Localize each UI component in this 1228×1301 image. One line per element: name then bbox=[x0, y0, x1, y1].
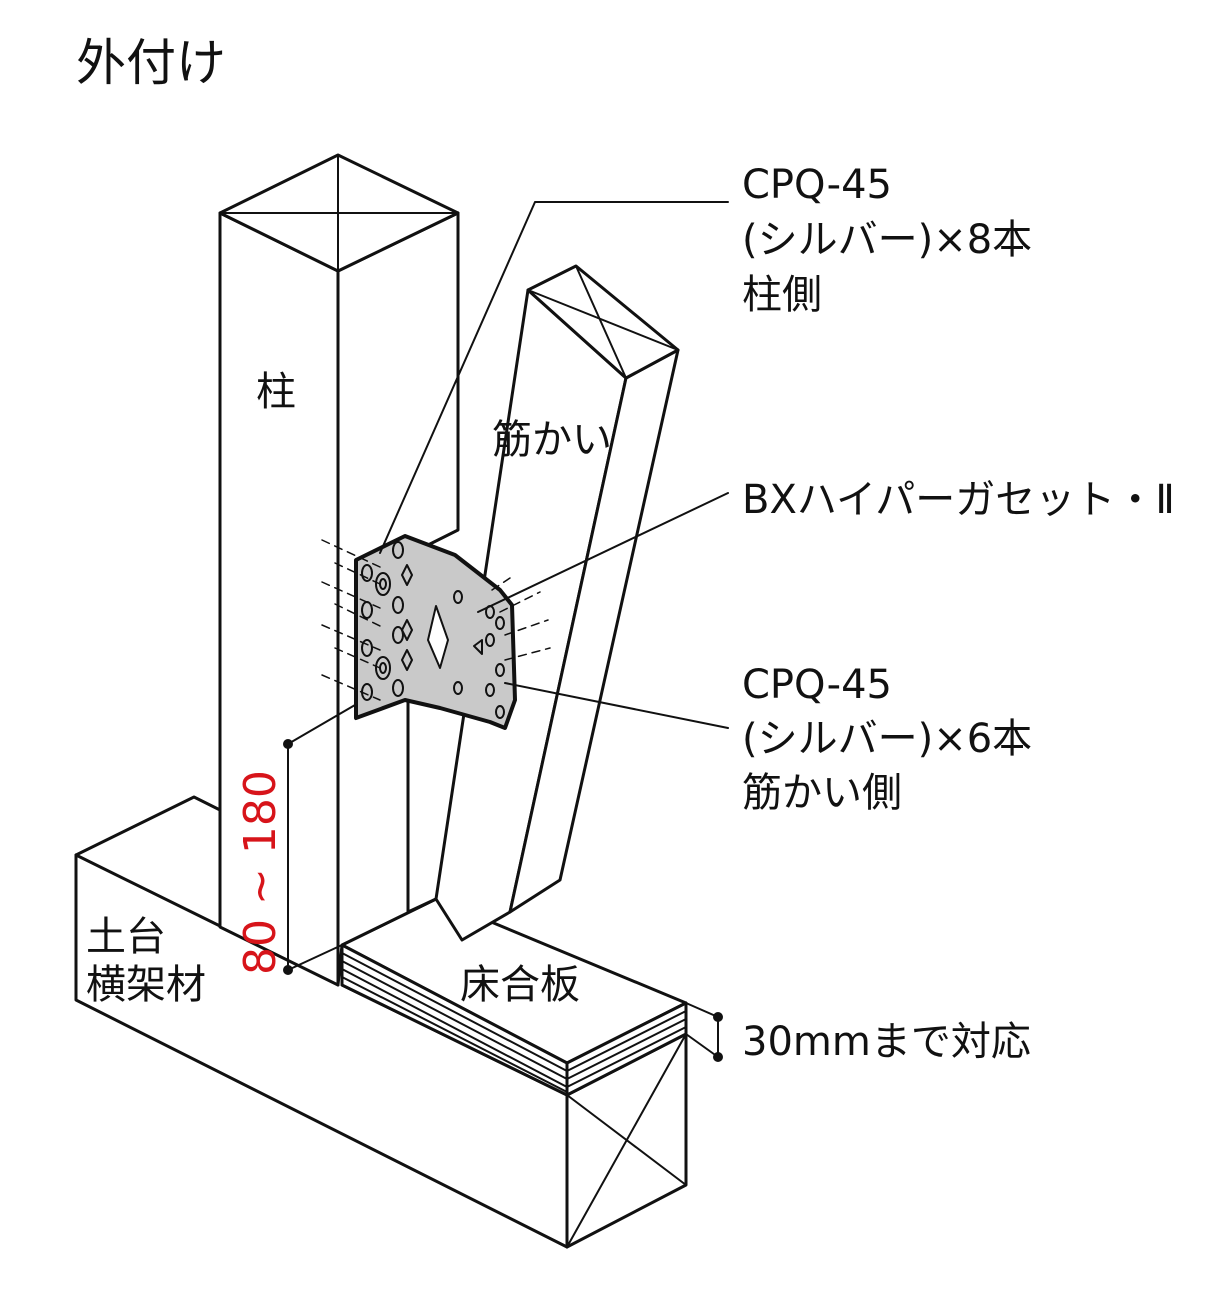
callout-screws-column-line1: CPQ-45 bbox=[742, 162, 892, 208]
label-column: 柱 bbox=[256, 369, 296, 415]
leader-sill-top bbox=[287, 944, 343, 971]
sill-beam bbox=[74, 795, 688, 1249]
thickness-dimension bbox=[685, 1002, 723, 1062]
callout-thickness: 30mmまで対応 bbox=[742, 1019, 1031, 1065]
leader-lines bbox=[287, 201, 729, 971]
label-brace: 筋かい bbox=[492, 417, 612, 463]
callout-screws-column-line3: 柱側 bbox=[742, 272, 822, 318]
dimension-range-text: 80 ~ 180 bbox=[235, 770, 286, 975]
callout-screws-brace-line1: CPQ-45 bbox=[742, 662, 892, 708]
label-floorboard: 床合板 bbox=[460, 962, 580, 1008]
callout-screws-column-line2: (シルバー)×8本 bbox=[742, 217, 1032, 263]
screw-axis-lines bbox=[321, 539, 551, 701]
page-title: 外付け bbox=[76, 34, 226, 92]
leader-screws-brace bbox=[504, 682, 729, 729]
height-dimension bbox=[283, 739, 293, 975]
floorboard bbox=[340, 897, 688, 1097]
label-sill-line1: 土台 bbox=[86, 914, 166, 960]
callout-product: BXハイパーガセット・Ⅱ bbox=[742, 477, 1175, 523]
label-sill-line2: 横架材 bbox=[86, 962, 206, 1008]
callout-screws-brace-line3: 筋かい側 bbox=[742, 770, 902, 816]
callout-screws-brace-line2: (シルバー)×6本 bbox=[742, 716, 1032, 762]
leader-product bbox=[477, 492, 729, 613]
leader-dimension bbox=[287, 704, 356, 745]
leader-screws-column bbox=[379, 201, 729, 554]
gusset-plate bbox=[354, 534, 517, 730]
brace bbox=[434, 264, 680, 942]
